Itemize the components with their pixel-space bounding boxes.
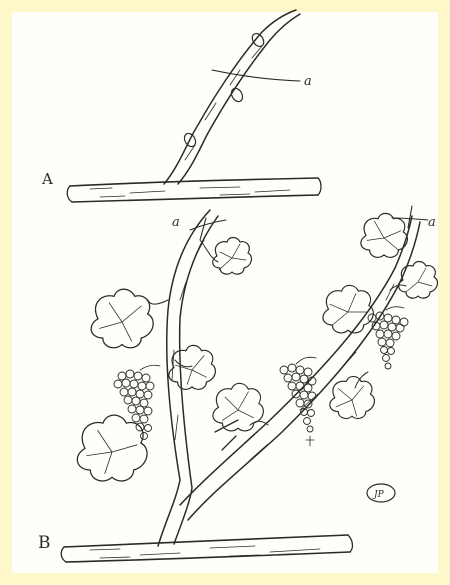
callout-a-top: a <box>304 74 312 89</box>
panel-a-cane <box>164 10 300 184</box>
grape-cluster <box>114 365 160 439</box>
vine-leaf <box>323 285 373 333</box>
panel-b-right-cane <box>180 216 420 520</box>
callout-line-b-left <box>190 220 226 230</box>
vine-leaf <box>330 376 375 418</box>
vine-leaf <box>361 213 408 257</box>
callout-b-left: a <box>172 215 180 230</box>
grape-cluster <box>368 307 408 369</box>
signature: JP <box>372 490 385 500</box>
vine-leaf <box>91 289 153 348</box>
bud <box>250 31 266 48</box>
panel-b-label: B <box>38 533 51 553</box>
callout-b-right: a <box>428 215 436 230</box>
vine-leaf <box>399 262 438 299</box>
panel-b <box>61 206 437 562</box>
panel-a <box>67 10 321 202</box>
panel-b-cordon <box>61 535 352 562</box>
panel-a-cordon <box>67 178 321 202</box>
vine-leaf <box>169 345 216 389</box>
vine-leaf <box>213 238 252 275</box>
bud <box>229 86 245 103</box>
panel-a-label: A <box>41 170 53 188</box>
grape-cluster <box>280 357 316 446</box>
vine-leaf <box>213 383 263 431</box>
